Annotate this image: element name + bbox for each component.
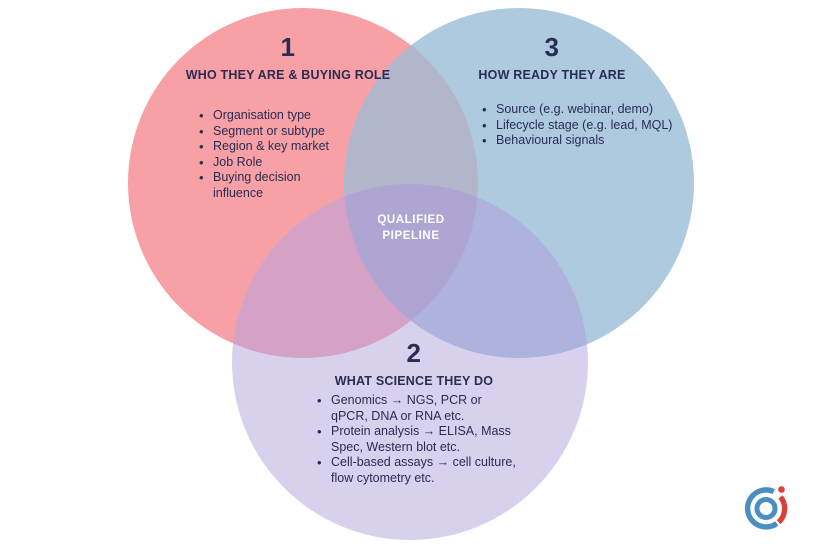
logo-outer-arc [744,487,779,530]
section-science-heading: WHAT SCIENCE THEY DO [334,374,494,388]
list-item-label: Genomics → NGS, PCR or qPCR, DNA or RNA … [331,393,482,423]
section-ready-number: 3 [544,32,560,62]
list-item: Lifecycle stage (e.g. lead, MQL) [482,118,717,134]
logo-inner-ring [754,497,778,520]
list-item: Segment or subtype [199,124,331,140]
list-item-label: Job Role [213,154,263,169]
list-item-label: Segment or subtype [213,123,325,138]
center-label-line1: QUALIFIED [377,214,445,226]
logo-red-dot [778,486,785,493]
section-ready-header: 3 HOW READY THEY ARE [432,33,672,82]
overlap-center [344,184,478,358]
list-item: Organisation type [199,108,331,124]
list-item-label: Lifecycle stage (e.g. lead, MQL) [496,117,673,132]
list-item-label: Organisation type [213,108,311,122]
list-item: Source (e.g. webinar, demo) [482,102,717,118]
list-item-label: Buying decision influence [213,170,301,200]
list-item: Job Role [199,155,331,171]
list-item-label: Behavioural signals [496,133,605,147]
list-item: Genomics → NGS, PCR or qPCR, DNA or RNA … [317,393,519,424]
section-ready-list: Source (e.g. webinar, demo) Lifecycle st… [482,102,717,149]
section-science-list: Genomics → NGS, PCR or qPCR, DNA or RNA … [317,393,519,486]
logo-red-arc [776,495,788,525]
section-ready-heading: HOW READY THEY ARE [478,68,626,82]
list-item: Buying decision influence [199,170,331,201]
list-item: Behavioural signals [482,133,717,149]
list-item-label: Cell-based assays → cell culture, flow c… [331,455,516,485]
section-who-heading: WHO THEY ARE & BUYING ROLE [185,68,391,82]
center-label: QUALIFIED PIPELINE [348,212,474,244]
brand-logo [744,486,788,530]
list-item-label: Source (e.g. webinar, demo) [496,102,654,116]
list-item: Cell-based assays → cell culture, flow c… [317,455,519,486]
list-item-label: Region & key market [213,139,330,153]
section-who-number: 1 [280,32,296,62]
list-item: Protein analysis → ELISA, Mass Spec, Wes… [317,424,519,455]
center-label-line2: PIPELINE [382,230,440,242]
section-science-header: 2 WHAT SCIENCE THEY DO [294,339,534,388]
section-who-list: Organisation type Segment or subtype Reg… [199,108,331,201]
list-item-label: Protein analysis → ELISA, Mass Spec, Wes… [331,424,511,454]
list-item: Region & key market [199,139,331,155]
section-who-header: 1 WHO THEY ARE & BUYING ROLE [168,33,408,82]
section-science-number: 2 [406,338,422,368]
